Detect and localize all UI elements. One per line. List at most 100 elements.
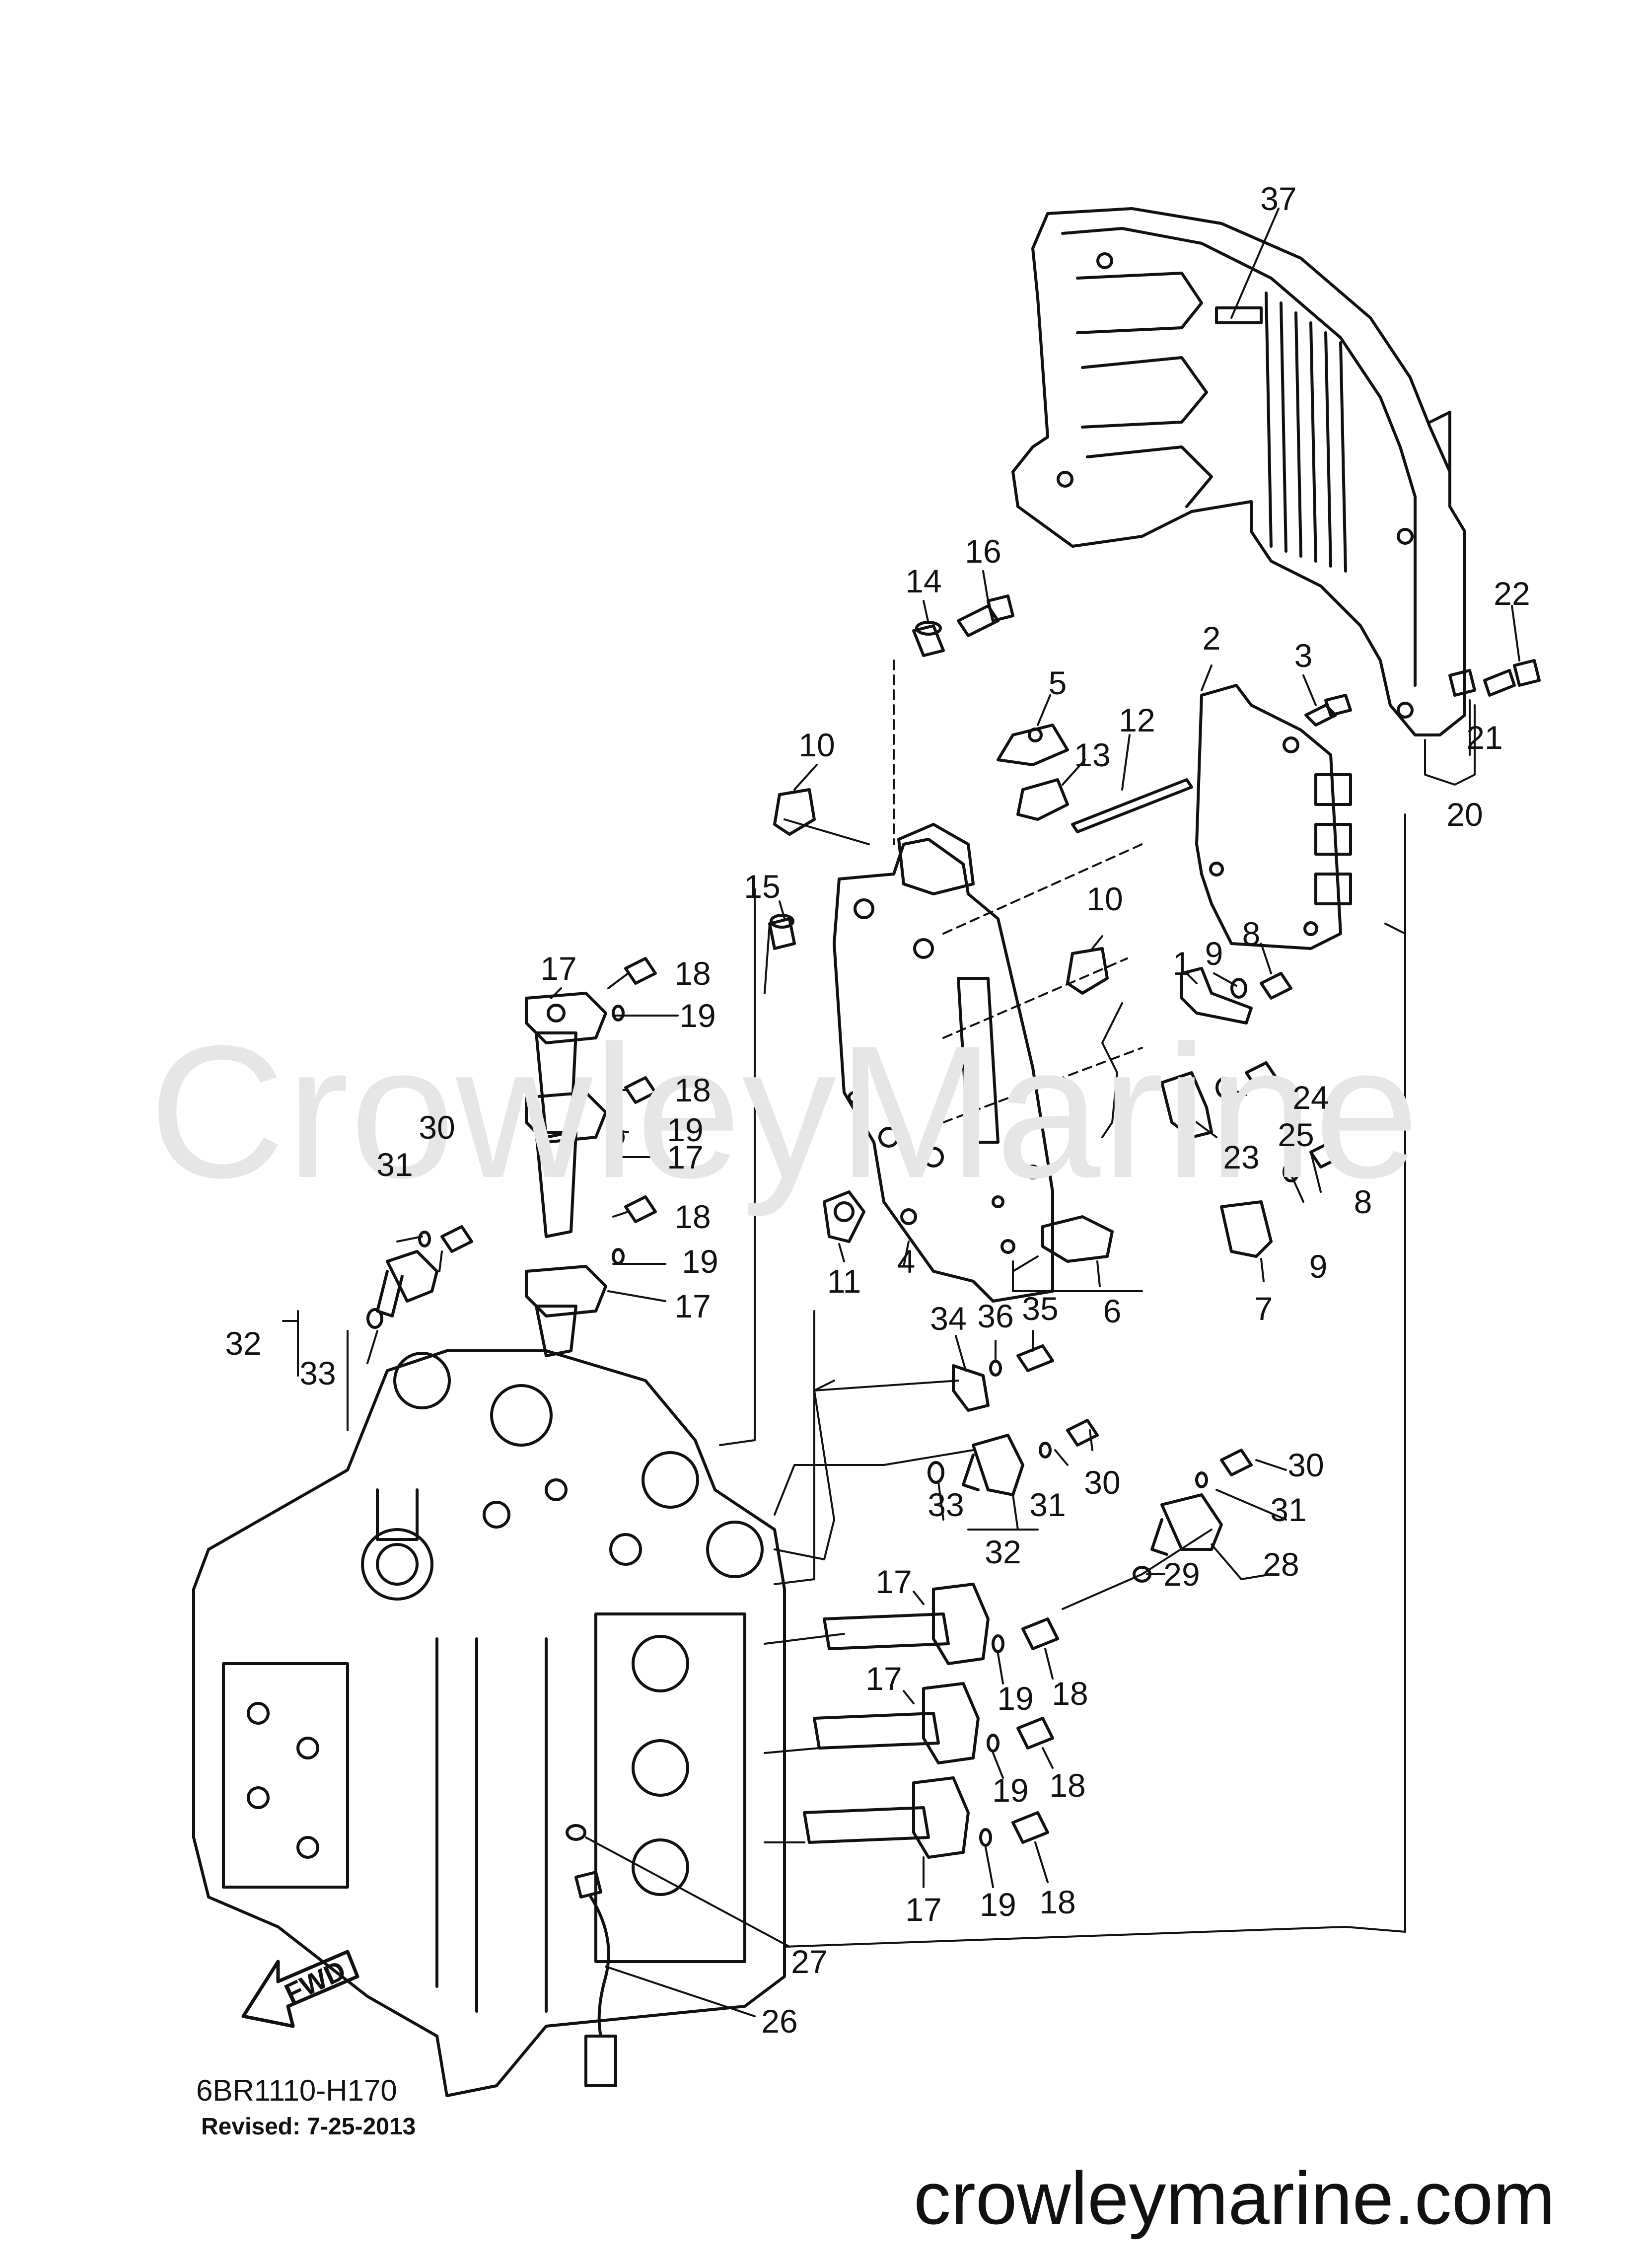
callout-1: 1 xyxy=(1172,945,1191,982)
callout-20: 20 xyxy=(1446,796,1483,833)
part-37-cover xyxy=(1011,207,1466,736)
callout-27: 27 xyxy=(791,1943,828,1980)
fwd-label: FWD xyxy=(280,1954,350,2009)
part-19-washers-right xyxy=(979,1634,1004,1847)
callout-3: 3 xyxy=(1294,637,1313,674)
callout-29: 29 xyxy=(1163,1556,1200,1593)
part-31-washer-right xyxy=(1195,1471,1208,1488)
callout-26: 26 xyxy=(761,2003,798,2040)
callout-17e: 17 xyxy=(865,1660,902,1697)
callout-18b: 18 xyxy=(674,1072,711,1108)
callout-18d: 18 xyxy=(1052,1675,1088,1712)
watermark: CrowleyMarine xyxy=(149,1006,1421,1217)
callout-18f: 18 xyxy=(1039,1884,1076,1920)
part-31-washer-center xyxy=(1039,1442,1052,1459)
assembly-lines xyxy=(347,813,1406,1948)
callout-8b: 8 xyxy=(1354,1183,1372,1220)
callout-15: 15 xyxy=(744,868,781,905)
callout-33b: 33 xyxy=(928,1486,964,1523)
part-18-bolts-left xyxy=(624,957,657,1223)
part-17-coil-2 xyxy=(525,1091,607,1238)
part-4-bracket xyxy=(833,823,1054,1303)
callout-36: 36 xyxy=(977,1298,1014,1334)
part-26-sensor xyxy=(574,1871,617,2087)
callout-19d: 19 xyxy=(997,1680,1034,1717)
callout-9b: 9 xyxy=(1309,1248,1328,1285)
site-url[interactable]: crowleymarine.com xyxy=(914,2156,1555,2240)
reference-lines xyxy=(893,659,1143,1123)
part-5-clip xyxy=(997,724,1069,766)
callout-19b: 19 xyxy=(667,1111,704,1148)
callout-2: 2 xyxy=(1202,620,1221,657)
callout-17d: 17 xyxy=(875,1563,912,1600)
part-13-clamp xyxy=(1016,778,1069,821)
callout-13: 13 xyxy=(1074,736,1111,773)
callout-4: 4 xyxy=(897,1243,916,1280)
callout-32a: 32 xyxy=(225,1325,262,1362)
part-30-bolt-center xyxy=(1066,1419,1099,1447)
callout-10a: 10 xyxy=(798,727,835,763)
part-35-bolt xyxy=(1016,1344,1054,1372)
part-34-clip xyxy=(952,1364,990,1412)
callout-12: 12 xyxy=(1119,702,1155,738)
part-10-clip-a xyxy=(773,788,816,836)
part-16-bolt xyxy=(957,594,1014,637)
part-31-washer-left xyxy=(418,1231,431,1247)
callout-19f: 19 xyxy=(980,1886,1016,1923)
callout-31a: 31 xyxy=(376,1146,413,1183)
callout-18e: 18 xyxy=(1049,1767,1086,1804)
callout-10b: 10 xyxy=(1086,880,1123,917)
part-21-collar xyxy=(1448,669,1476,697)
callout-7: 7 xyxy=(1254,1290,1273,1327)
part-14-grommet xyxy=(912,621,945,657)
callout-37: 37 xyxy=(1260,180,1297,217)
part-33-oring-center xyxy=(928,1461,944,1484)
part-32-sensor-left xyxy=(366,1250,438,1329)
part-30-bolt-right xyxy=(1220,1449,1253,1476)
callout-30b: 30 xyxy=(1084,1464,1121,1501)
part-1-bracket xyxy=(1180,967,1253,1024)
part-17-coil-3 xyxy=(525,1265,607,1357)
callout-18a: 18 xyxy=(674,955,711,992)
callout-18c: 18 xyxy=(674,1198,711,1235)
callout-30c: 30 xyxy=(1287,1447,1324,1483)
callout-19e: 19 xyxy=(992,1772,1029,1809)
callout-32b: 32 xyxy=(985,1534,1021,1570)
part-36-washer xyxy=(989,1360,1002,1377)
part-27-oring xyxy=(566,1824,586,1841)
part-17-coil-6 xyxy=(803,1776,970,1859)
callout-8a: 8 xyxy=(1242,915,1261,952)
part-12-tie xyxy=(1071,778,1193,833)
callout-5: 5 xyxy=(1048,664,1067,701)
part-30-bolt-left xyxy=(440,1225,473,1253)
part-15-collar xyxy=(768,914,796,950)
callout-9a: 9 xyxy=(1205,935,1223,972)
callout-21: 21 xyxy=(1466,719,1503,756)
callout-23: 23 xyxy=(1223,1139,1260,1175)
part-8-bolt-b xyxy=(1309,1141,1342,1169)
part-32-sensor-center xyxy=(962,1434,1024,1496)
part-22-bolt xyxy=(1483,659,1541,697)
callout-19c: 19 xyxy=(682,1243,718,1280)
callout-25: 25 xyxy=(1278,1116,1314,1153)
callout-35: 35 xyxy=(1022,1290,1059,1327)
diagram-code: 6BR1110-H170 xyxy=(196,2074,397,2107)
engine-block xyxy=(192,1349,786,2097)
callout-17a: 17 xyxy=(540,950,577,987)
callout-33a: 33 xyxy=(299,1355,336,1391)
part-9-washer-a xyxy=(1230,978,1247,999)
part-24-bolt xyxy=(1245,1061,1278,1089)
fwd-arrow-icon xyxy=(241,1950,359,2028)
callout-6: 6 xyxy=(1103,1293,1122,1329)
part-18-bolts-right xyxy=(1011,1617,1059,1844)
callout-14: 14 xyxy=(905,563,942,599)
leader-lines xyxy=(282,208,1520,2017)
callout-34: 34 xyxy=(930,1300,967,1337)
callout-16: 16 xyxy=(965,533,1001,570)
part-6-clip xyxy=(1041,1215,1114,1263)
part-2-ecu xyxy=(1195,684,1352,950)
part-10-clip-b xyxy=(1066,947,1109,995)
part-17-coil-4 xyxy=(823,1583,990,1665)
part-28-sensor-right xyxy=(1150,1493,1223,1556)
